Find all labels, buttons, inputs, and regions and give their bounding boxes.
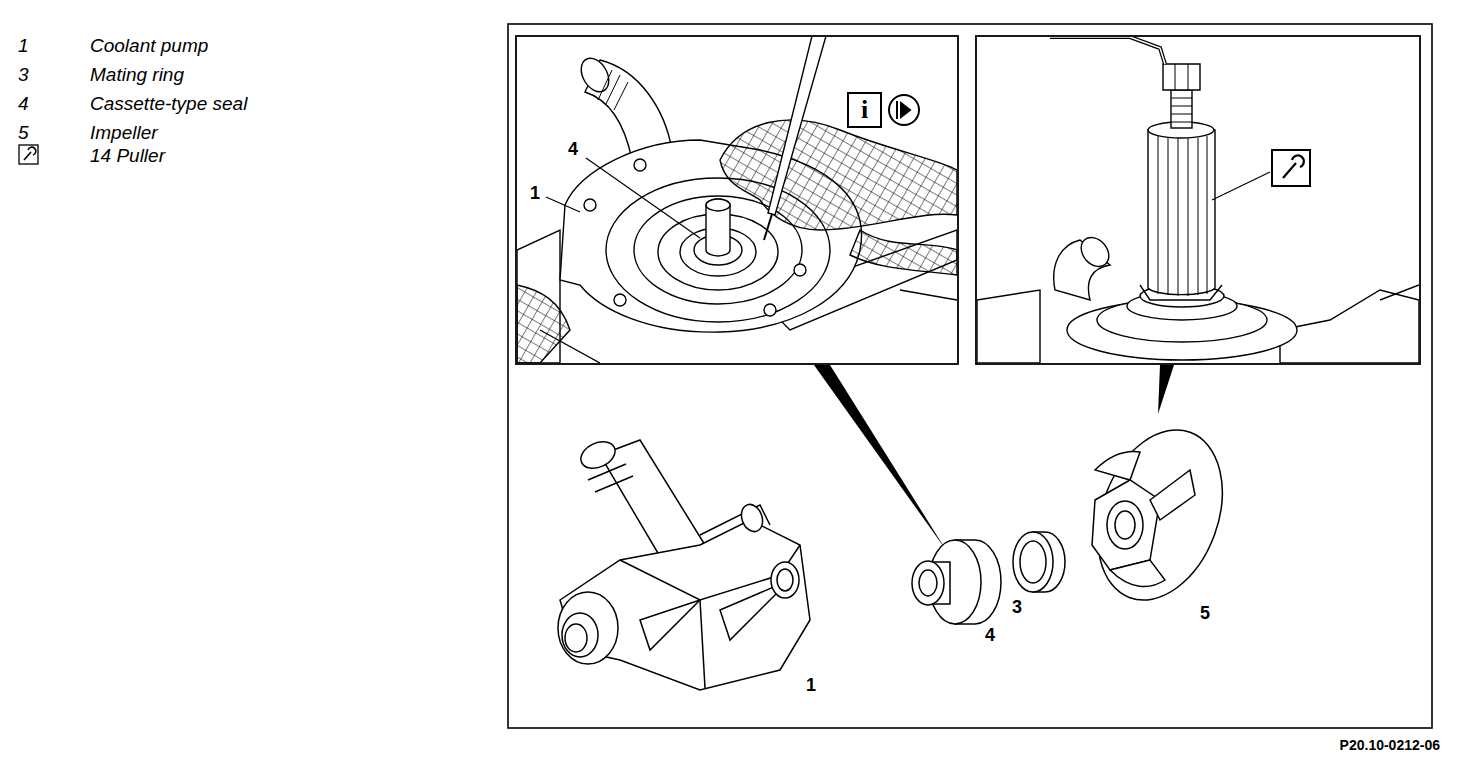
- drawing-ellipse: [912, 561, 944, 605]
- drawing-path: [1283, 155, 1304, 178]
- drawing-ellipse: [577, 437, 620, 474]
- drawing-path: [1280, 290, 1419, 363]
- drawing-path: [1050, 37, 1165, 64]
- pointer-wedge: [1158, 365, 1174, 414]
- legend-text: Coolant pump: [90, 36, 208, 55]
- legend-number: 4: [18, 94, 29, 113]
- drawing-path: [1158, 136, 1207, 296]
- drawing-ellipse: [558, 592, 618, 664]
- mating-ring: [1013, 532, 1065, 592]
- callout-number: 1: [530, 184, 540, 202]
- drawing-path: [700, 600, 705, 688]
- pointer-wedge: [814, 365, 946, 550]
- drawing-ellipse: [1013, 532, 1053, 592]
- drawing-path: [1050, 37, 1165, 64]
- drawing-path: [640, 580, 790, 650]
- drawing-rect: [19, 145, 38, 164]
- drawing-ellipse: [771, 562, 799, 598]
- drawing-circle: [794, 264, 806, 276]
- info-letter: i: [861, 97, 868, 123]
- drawing-ellipse: [777, 569, 793, 591]
- legend-text: 14 Puller: [90, 146, 165, 165]
- legend-number: 5: [18, 123, 29, 142]
- legend-text: Impeller: [90, 123, 158, 142]
- coolant-pump: [558, 437, 810, 690]
- drawing-path: [1380, 285, 1419, 300]
- legend-number: 1: [18, 36, 29, 55]
- callout-number: 1: [806, 676, 816, 694]
- drawing-path: [588, 464, 633, 492]
- drawing-path: [24, 147, 36, 160]
- drawing-ellipse: [565, 624, 587, 652]
- drawing-circle: [889, 95, 919, 125]
- drawing-path: [598, 70, 628, 110]
- drawing-rect: [1272, 150, 1310, 186]
- inset-frame: [516, 36, 958, 364]
- drawing-circle: [614, 294, 626, 306]
- drawing-path: [1095, 452, 1140, 480]
- leader-line: [546, 197, 580, 212]
- drawing-path: [1092, 480, 1160, 570]
- drawing-path: [897, 101, 910, 119]
- drawing-path: [1175, 64, 1188, 90]
- drawing-ellipse: [562, 613, 598, 657]
- drawing-path: [720, 120, 957, 230]
- drawing-rect: [1171, 90, 1192, 128]
- callout-number: 5: [1200, 604, 1210, 622]
- cassette-seal: [912, 540, 1001, 624]
- drawing-ellipse: [738, 501, 766, 534]
- tool-symbol: [1272, 150, 1310, 186]
- drawing-path: [600, 440, 705, 565]
- inset-frame: [976, 36, 1420, 364]
- figure-frame: [508, 24, 1432, 728]
- drawing-circle: [764, 304, 776, 316]
- leader-line: [1212, 172, 1270, 200]
- leader-line: [586, 158, 700, 238]
- seal-removal-view: [517, 37, 957, 363]
- legend-number: 3: [18, 65, 29, 84]
- drawing-path: [768, 37, 826, 215]
- legend-text: Cassette-type seal: [90, 94, 247, 113]
- drawing-path: [1140, 285, 1222, 300]
- drawing-path: [620, 545, 800, 600]
- callout-number: 4: [985, 626, 995, 644]
- impeller: [1075, 412, 1244, 617]
- drawing-ellipse: [1075, 412, 1244, 617]
- drawing-path: [850, 230, 957, 275]
- drawing-ellipse: [1107, 501, 1143, 549]
- drawing-ellipse: [919, 570, 937, 596]
- drawing-path: [1171, 98, 1192, 122]
- drawing-path: [1110, 560, 1165, 587]
- drawing-ellipse: [1076, 232, 1115, 272]
- callout-number: 3: [1012, 598, 1022, 616]
- drawing-path: [977, 290, 1040, 363]
- drawing-ellipse: [706, 199, 730, 211]
- drawing-ellipse: [1020, 541, 1046, 583]
- note-icon: [889, 95, 919, 125]
- drawing-ellipse: [576, 53, 615, 96]
- callout-number: 4: [568, 140, 578, 158]
- tool-symbol: [19, 145, 38, 164]
- drawing-path: [1150, 470, 1195, 520]
- drawing-path: [1163, 64, 1200, 90]
- drawing-line: [764, 214, 772, 240]
- figure-code: P20.10-0212-06: [1340, 738, 1440, 752]
- drawing-circle: [584, 199, 596, 211]
- legend-text: Mating ring: [90, 65, 184, 84]
- drawing-path: [517, 285, 570, 363]
- drawing-circle: [634, 159, 646, 171]
- puller-view: [977, 37, 1419, 363]
- info-icon: [848, 93, 881, 127]
- drawing-path: [706, 199, 730, 256]
- drawing-ellipse: [1115, 511, 1135, 539]
